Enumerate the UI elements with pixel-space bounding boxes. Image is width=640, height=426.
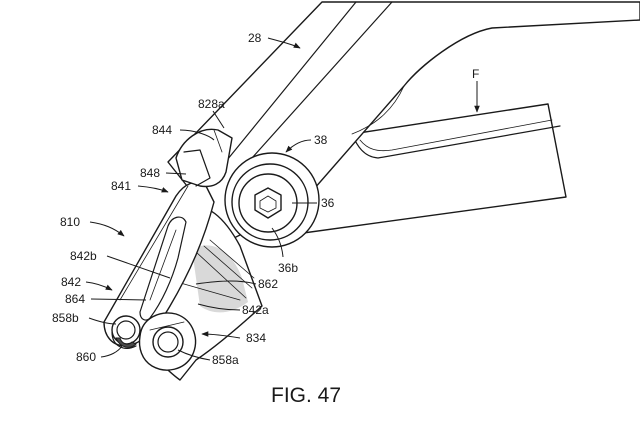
label-841: 841 [111, 179, 131, 193]
label-28: 28 [248, 31, 262, 45]
label-828a: 828a [198, 97, 225, 111]
hub-844 [175, 128, 233, 188]
figure-caption: FIG. 47 [271, 384, 341, 407]
reference-labels: 28 F 828a 844 38 848 841 36 810 842b 36b… [52, 31, 479, 367]
label-864: 864 [65, 292, 85, 306]
label-842b: 842b [70, 249, 97, 263]
label-38: 38 [314, 133, 328, 147]
pin-858b [111, 315, 141, 349]
label-858b: 858b [52, 311, 79, 325]
pivot-36 [224, 152, 320, 248]
leader-lines [85, 37, 480, 361]
label-844: 844 [152, 123, 172, 137]
label-862: 862 [258, 277, 278, 291]
label-860: 860 [76, 350, 96, 364]
label-36b: 36b [278, 261, 298, 275]
label-842: 842 [61, 275, 81, 289]
label-810: 810 [60, 215, 80, 229]
label-842a: 842a [242, 303, 269, 317]
label-36: 36 [321, 196, 335, 210]
label-834: 834 [246, 331, 266, 345]
label-858a: 858a [212, 353, 239, 367]
label-f: F [472, 67, 479, 81]
pin-858a [138, 312, 197, 371]
label-848: 848 [140, 166, 160, 180]
